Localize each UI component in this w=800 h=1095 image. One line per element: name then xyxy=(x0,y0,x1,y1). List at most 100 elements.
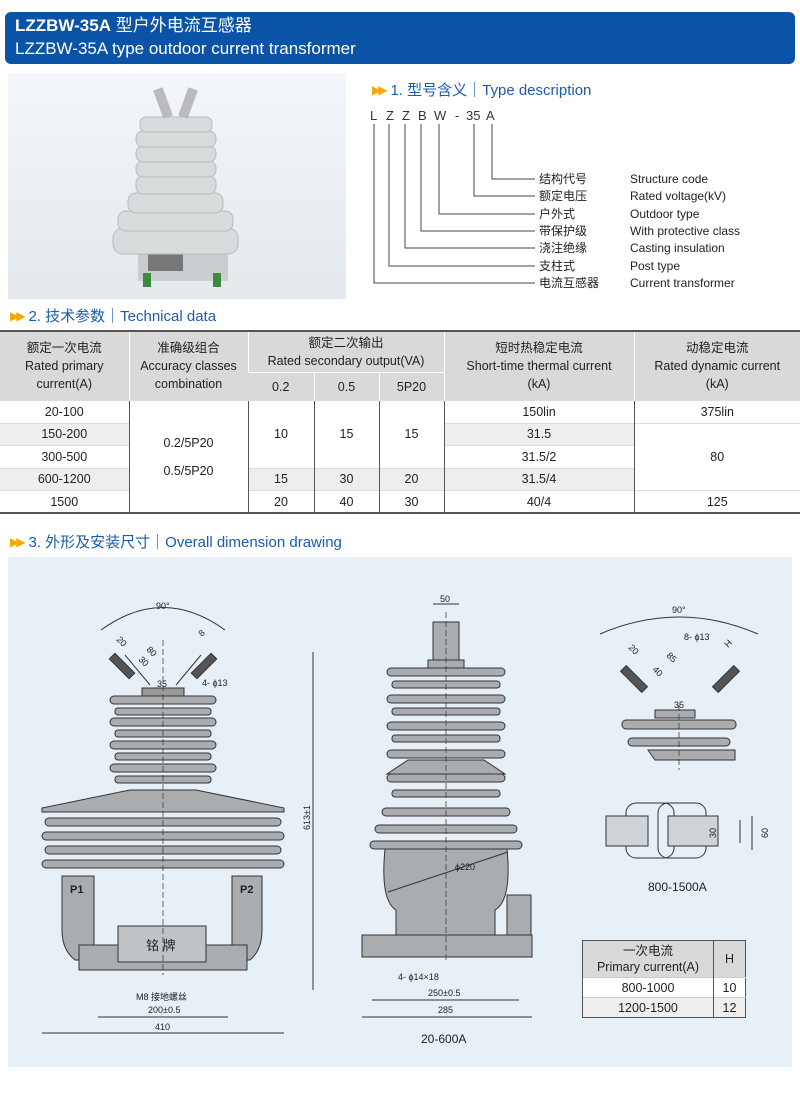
cell: 20 xyxy=(378,467,444,491)
section-type-description: ▶▶ 1. 型号含义｜Type description xyxy=(372,79,591,100)
dim-label: M8 接地螺丝 xyxy=(136,991,187,1002)
header-sub: 0.2 xyxy=(248,372,314,401)
legend-en: Current transformer xyxy=(630,276,735,290)
cell: 800-1000 xyxy=(582,977,714,998)
cell: 20-100 xyxy=(0,400,129,423)
section-dimension-drawing: ▶▶ 3. 外形及安装尺寸｜Overall dimension drawing xyxy=(10,531,342,552)
cell: 12 xyxy=(713,997,746,1018)
code-letter: - xyxy=(455,108,460,123)
double-arrow-icon: ▶▶ xyxy=(10,534,26,549)
code-letter: B xyxy=(418,108,427,123)
cell: 15 xyxy=(378,400,444,468)
dim-label: H xyxy=(722,638,734,650)
code-letter: Z xyxy=(402,108,410,123)
cell: 30 xyxy=(378,490,444,513)
dim-label: 8- ϕ13 xyxy=(684,632,710,642)
legend-cn: 带保护级 xyxy=(539,224,588,238)
double-arrow-icon: ▶▶ xyxy=(372,82,388,97)
dim-label: 60 xyxy=(760,828,770,838)
cell: 1200-1500 xyxy=(582,997,714,1018)
cell: 40/4 xyxy=(443,490,634,513)
dim-label: ϕ220 xyxy=(455,862,475,872)
code-leader-lines xyxy=(373,124,535,284)
cell: 600-1200 xyxy=(0,467,129,491)
terminal-detail-labels: 90° 8- ϕ13 H 20 85 40 35 30 60 800-1500A xyxy=(627,605,770,894)
legend-cn: 支柱式 xyxy=(539,259,576,273)
model-name: LZZBW-35A xyxy=(15,16,111,35)
cell: 10 xyxy=(247,400,314,468)
dim-label: 250±0.5 xyxy=(428,988,460,998)
cell: 31.5/4 xyxy=(443,467,634,491)
header-sub: 0.5 xyxy=(313,372,379,401)
code-letter: L xyxy=(370,108,378,123)
product-photo xyxy=(8,73,346,299)
cell: 150-200 xyxy=(0,422,129,446)
cell: 80 xyxy=(633,422,800,491)
cell: 20 xyxy=(247,490,314,513)
cell: 15 xyxy=(313,400,379,468)
table-row: 150-200 31.5 80 xyxy=(0,422,800,491)
header-sub: 5P20 xyxy=(378,372,444,401)
drawing-caption: 800-1500A xyxy=(648,880,707,894)
nameplate-label: 铭 牌 xyxy=(146,938,176,953)
cell: 125 xyxy=(633,490,800,513)
dim-label: 90° xyxy=(672,605,686,615)
cell: 10 xyxy=(713,977,746,998)
legend-en: Outdoor type xyxy=(630,207,700,221)
section-title: 2. 技术参数｜Technical data xyxy=(28,308,217,325)
dim-label: 90° xyxy=(156,601,170,611)
cell: 15 xyxy=(247,467,314,491)
dim-label: 200±0.5 xyxy=(148,1005,180,1015)
legend-en: Casting insulation xyxy=(630,241,725,255)
section-title: 3. 外形及安装尺寸｜Overall dimension drawing xyxy=(28,534,342,551)
dim-label: 8 xyxy=(196,628,207,639)
code-letter: 35 xyxy=(466,108,481,123)
side-view-labels: 50 ϕ220 4- ϕ14×18 250±0.5 285 20-600A xyxy=(398,594,475,1046)
double-arrow-icon: ▶▶ xyxy=(10,308,26,323)
title-cn: 型户外电流互感器 xyxy=(115,16,252,35)
title-en: LZZBW-35A type outdoor current transform… xyxy=(15,39,356,58)
table-row: 300-500 31.5/2 xyxy=(0,445,800,468)
dim-label: 613±1 xyxy=(302,805,312,830)
legend-en: Rated voltage(kV) xyxy=(630,189,727,203)
cell: 300-500 xyxy=(0,445,129,468)
cell: 30 xyxy=(313,467,379,491)
section-title: 1. 型号含义｜Type description xyxy=(390,82,592,99)
dim-label: 285 xyxy=(438,1005,453,1015)
legend-en: Post type xyxy=(630,259,681,273)
transformer-photo-icon xyxy=(112,87,239,287)
front-view-drawing xyxy=(41,607,314,1034)
section-technical-data: ▶▶ 2. 技术参数｜Technical data xyxy=(10,305,216,326)
drawing-caption: 20-600A xyxy=(421,1032,466,1046)
cell: 40 xyxy=(313,490,379,513)
dim-label: 35 xyxy=(674,700,684,710)
cell: 375lin xyxy=(633,400,800,423)
header-h: H xyxy=(713,940,746,978)
terminal-p1-label: P1 xyxy=(70,884,83,896)
table-row: 1500 20 40 30 40/4 125 xyxy=(0,490,800,513)
terminal-detail-drawing xyxy=(599,616,759,859)
legend-cn: 浇注绝缘 xyxy=(539,241,588,255)
legend-cn: 电流互感器 xyxy=(539,276,600,290)
dim-label: 4- ϕ13 xyxy=(202,678,228,688)
code-letter: Z xyxy=(386,108,394,123)
cell: 150lin xyxy=(443,400,634,423)
code-letter: A xyxy=(486,108,495,123)
table-row: 600-1200 15 30 20 31.5/4 xyxy=(0,467,800,491)
legend-cn: 额定电压 xyxy=(539,189,588,203)
cell: 31.5 xyxy=(443,422,634,446)
side-view-drawing xyxy=(361,603,533,1018)
dim-label: 30 xyxy=(708,828,718,838)
code-letter: W xyxy=(434,108,447,123)
legend-en: Structure code xyxy=(630,172,709,186)
